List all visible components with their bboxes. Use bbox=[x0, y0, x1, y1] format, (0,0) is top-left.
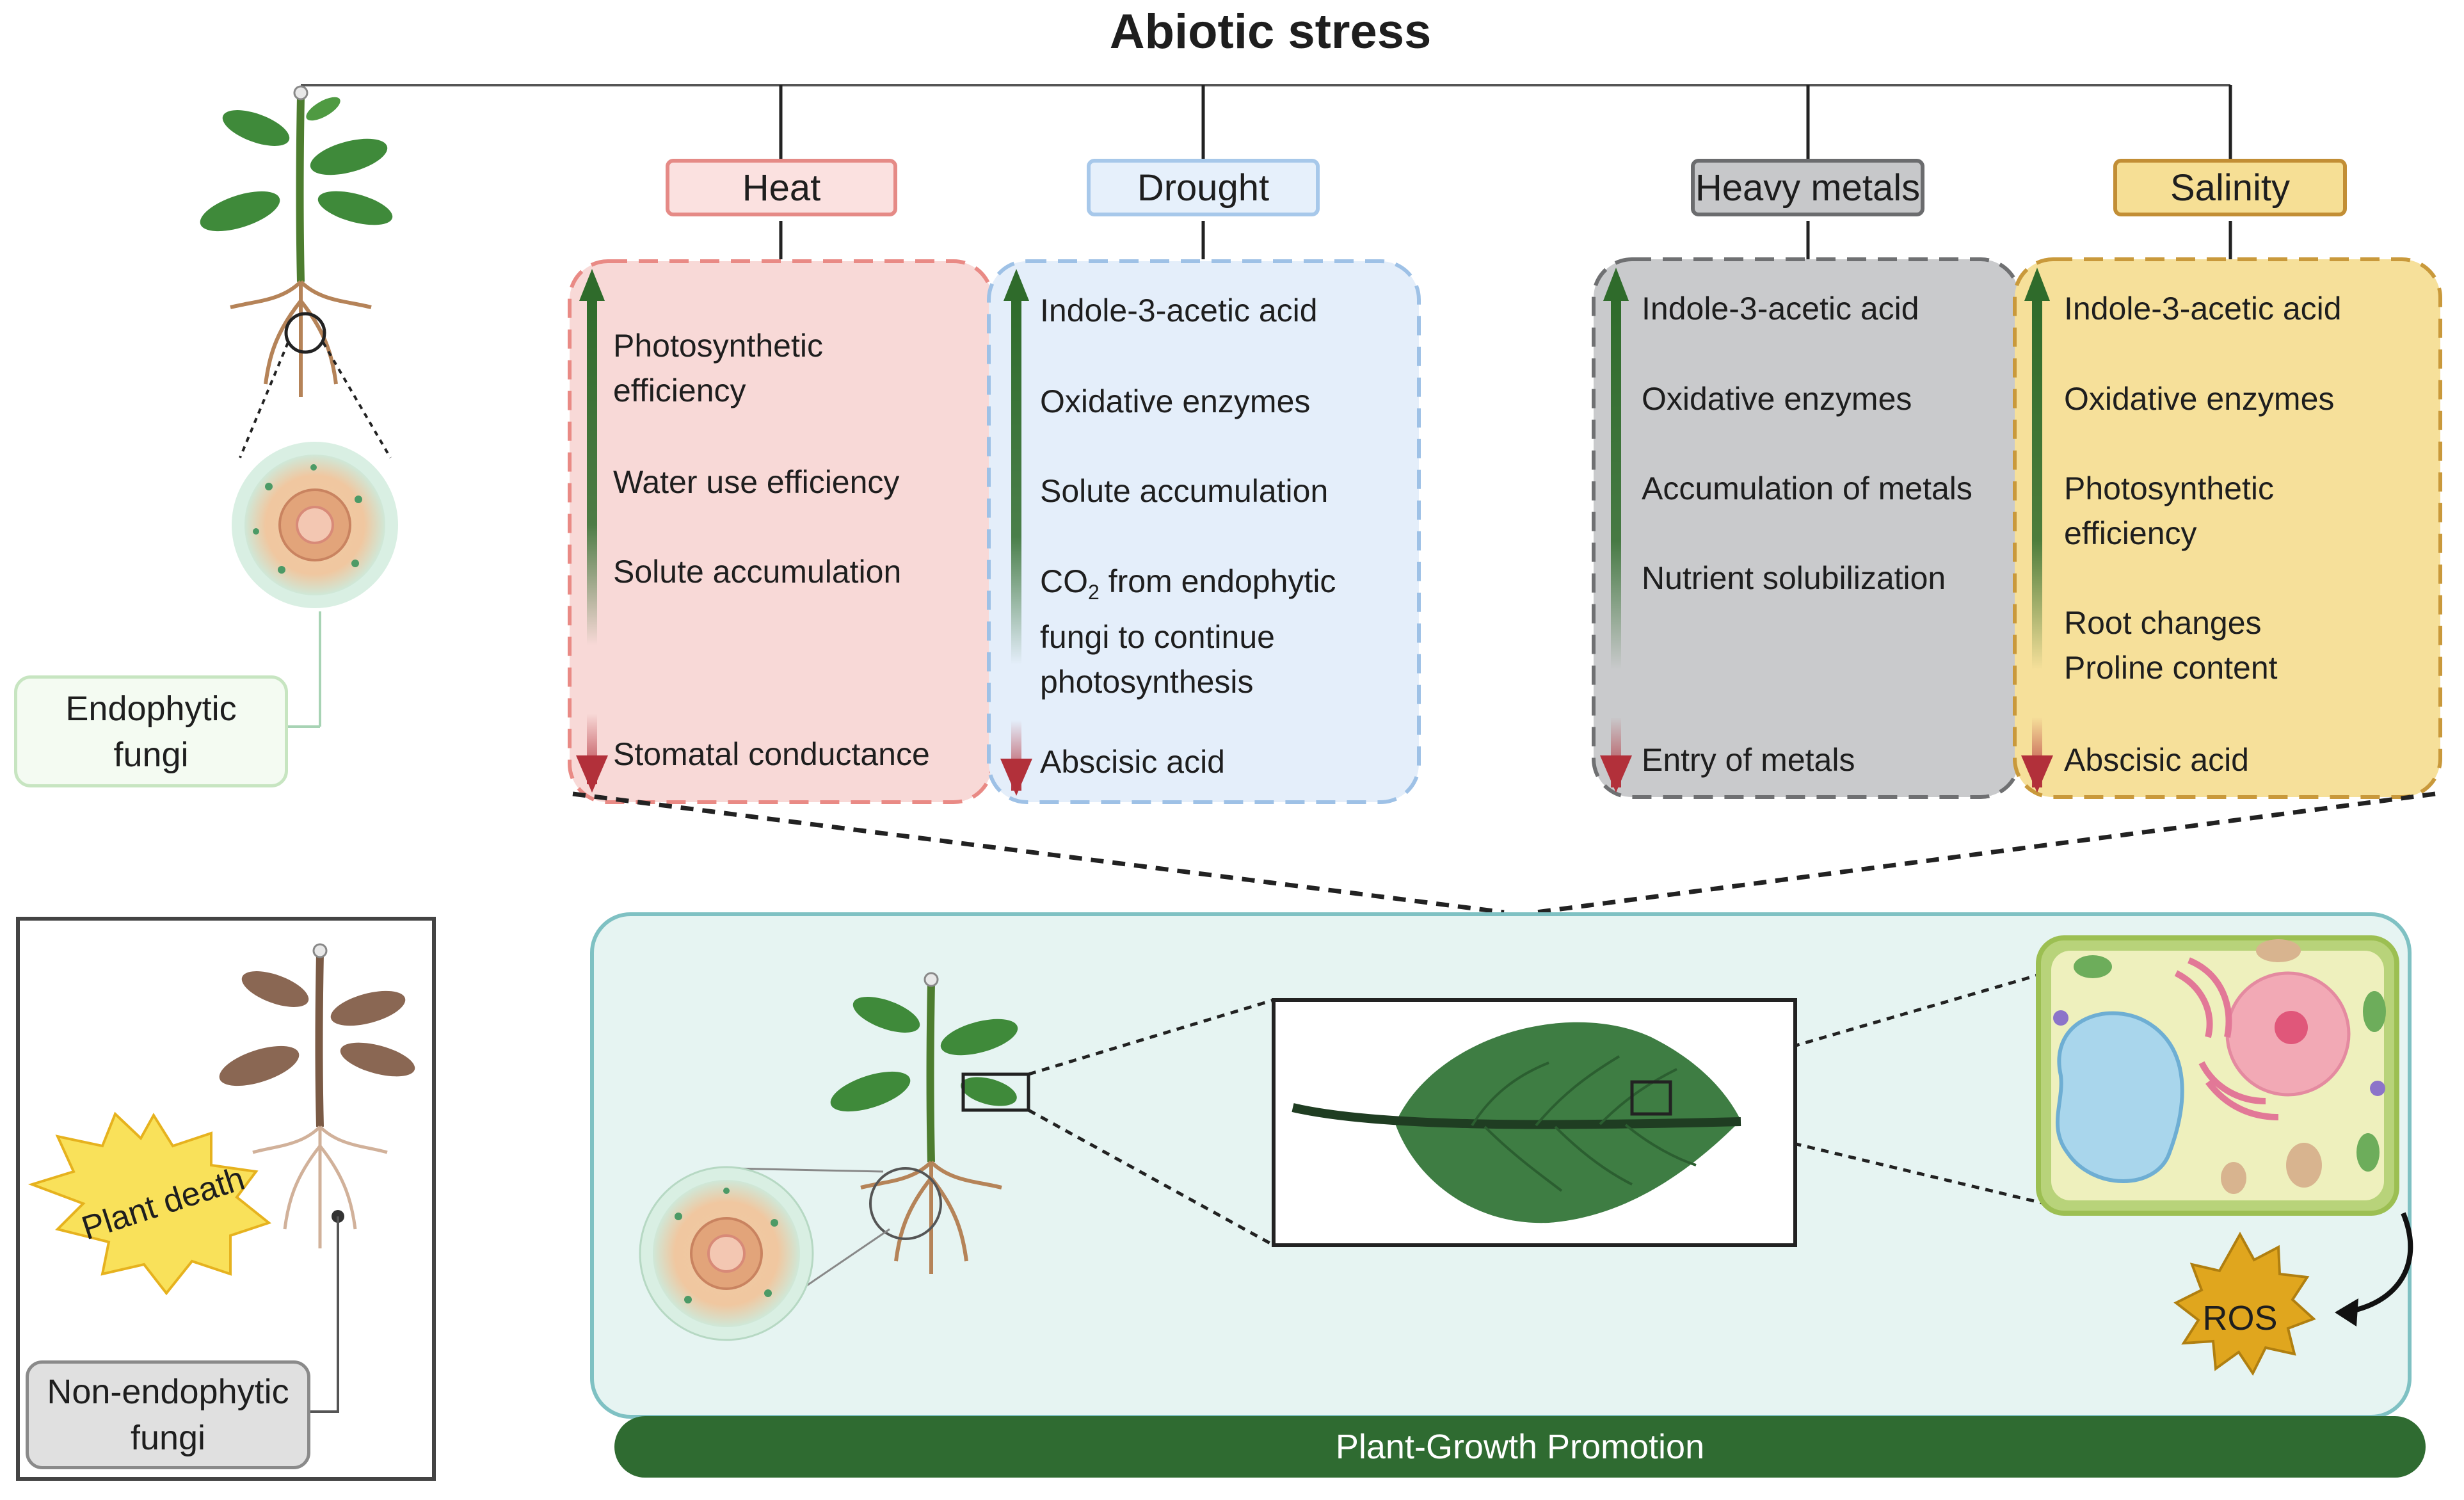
heat-decrease-stomatal: Stomatal conductance bbox=[613, 736, 930, 772]
leaf-zoom-lines bbox=[1027, 971, 2045, 1247]
ros-arrow bbox=[2342, 1212, 2413, 1315]
salinity-item-iaa: Indole-3-acetic acid bbox=[2064, 291, 2342, 327]
salinity-item-oxidative: Oxidative enzymes bbox=[2064, 381, 2335, 417]
page-title: Abiotic stress bbox=[1109, 4, 1432, 59]
metals-panel bbox=[1592, 257, 2021, 799]
salinity-decrease-aba: Abscisic acid bbox=[2064, 742, 2249, 778]
plant-cell-icon bbox=[2036, 935, 2399, 1216]
plant-growth-promotion-bar: Plant-Growth Promotion bbox=[614, 1416, 2426, 1478]
stress-label-salinity: Salinity bbox=[2113, 159, 2347, 216]
metals-item-iaa: Indole-3-acetic acid bbox=[1642, 291, 1919, 327]
metals-item-nutrient: Nutrient solubilization bbox=[1642, 560, 1946, 596]
ros-arrowhead bbox=[2335, 1298, 2358, 1327]
metals-item-oxidative: Oxidative enzymes bbox=[1642, 381, 1912, 417]
stress-label-drought: Drought bbox=[1087, 159, 1320, 216]
drought-decrease-aba: Abscisic acid bbox=[1040, 744, 1225, 780]
metals-item-accumulation: Accumulation of metals bbox=[1642, 471, 1972, 506]
ros-burst bbox=[2173, 1231, 2316, 1376]
promoted-plant-icon bbox=[639, 972, 1030, 1341]
heat-arrows bbox=[576, 269, 608, 793]
metals-arrows bbox=[1600, 268, 1632, 793]
metals-decrease-entry: Entry of metals bbox=[1642, 742, 1855, 778]
connector-tree bbox=[301, 84, 2232, 259]
drought-arrows bbox=[1000, 269, 1032, 796]
plant-death-burst bbox=[28, 1111, 272, 1296]
heat-item-solute: Solute accumulation bbox=[613, 554, 902, 590]
salinity-panel bbox=[2013, 257, 2442, 799]
drought-item-solute: Solute accumulation bbox=[1040, 473, 1329, 509]
healthy-plant-icon bbox=[200, 85, 398, 728]
dying-plant-icon bbox=[219, 943, 415, 1413]
drought-item-co2: CO2 from endophytic fungi to continue ph… bbox=[1040, 563, 1336, 700]
drought-panel bbox=[987, 259, 1421, 804]
stress-label-heavy-metals: Heavy metals bbox=[1691, 159, 1924, 216]
ros-label: ROS bbox=[2202, 1299, 2278, 1337]
leaf-icon bbox=[1292, 1022, 1741, 1223]
drought-item-oxidative: Oxidative enzymes bbox=[1040, 383, 1311, 419]
zoom-lines bbox=[572, 791, 2436, 915]
heat-item-water-use: Water use efficiency bbox=[613, 464, 900, 500]
heat-panel bbox=[568, 259, 994, 804]
salinity-arrows bbox=[2021, 268, 2053, 793]
drought-item-iaa: Indole-3-acetic acid bbox=[1040, 293, 1318, 328]
stress-label-heat: Heat bbox=[666, 159, 897, 216]
